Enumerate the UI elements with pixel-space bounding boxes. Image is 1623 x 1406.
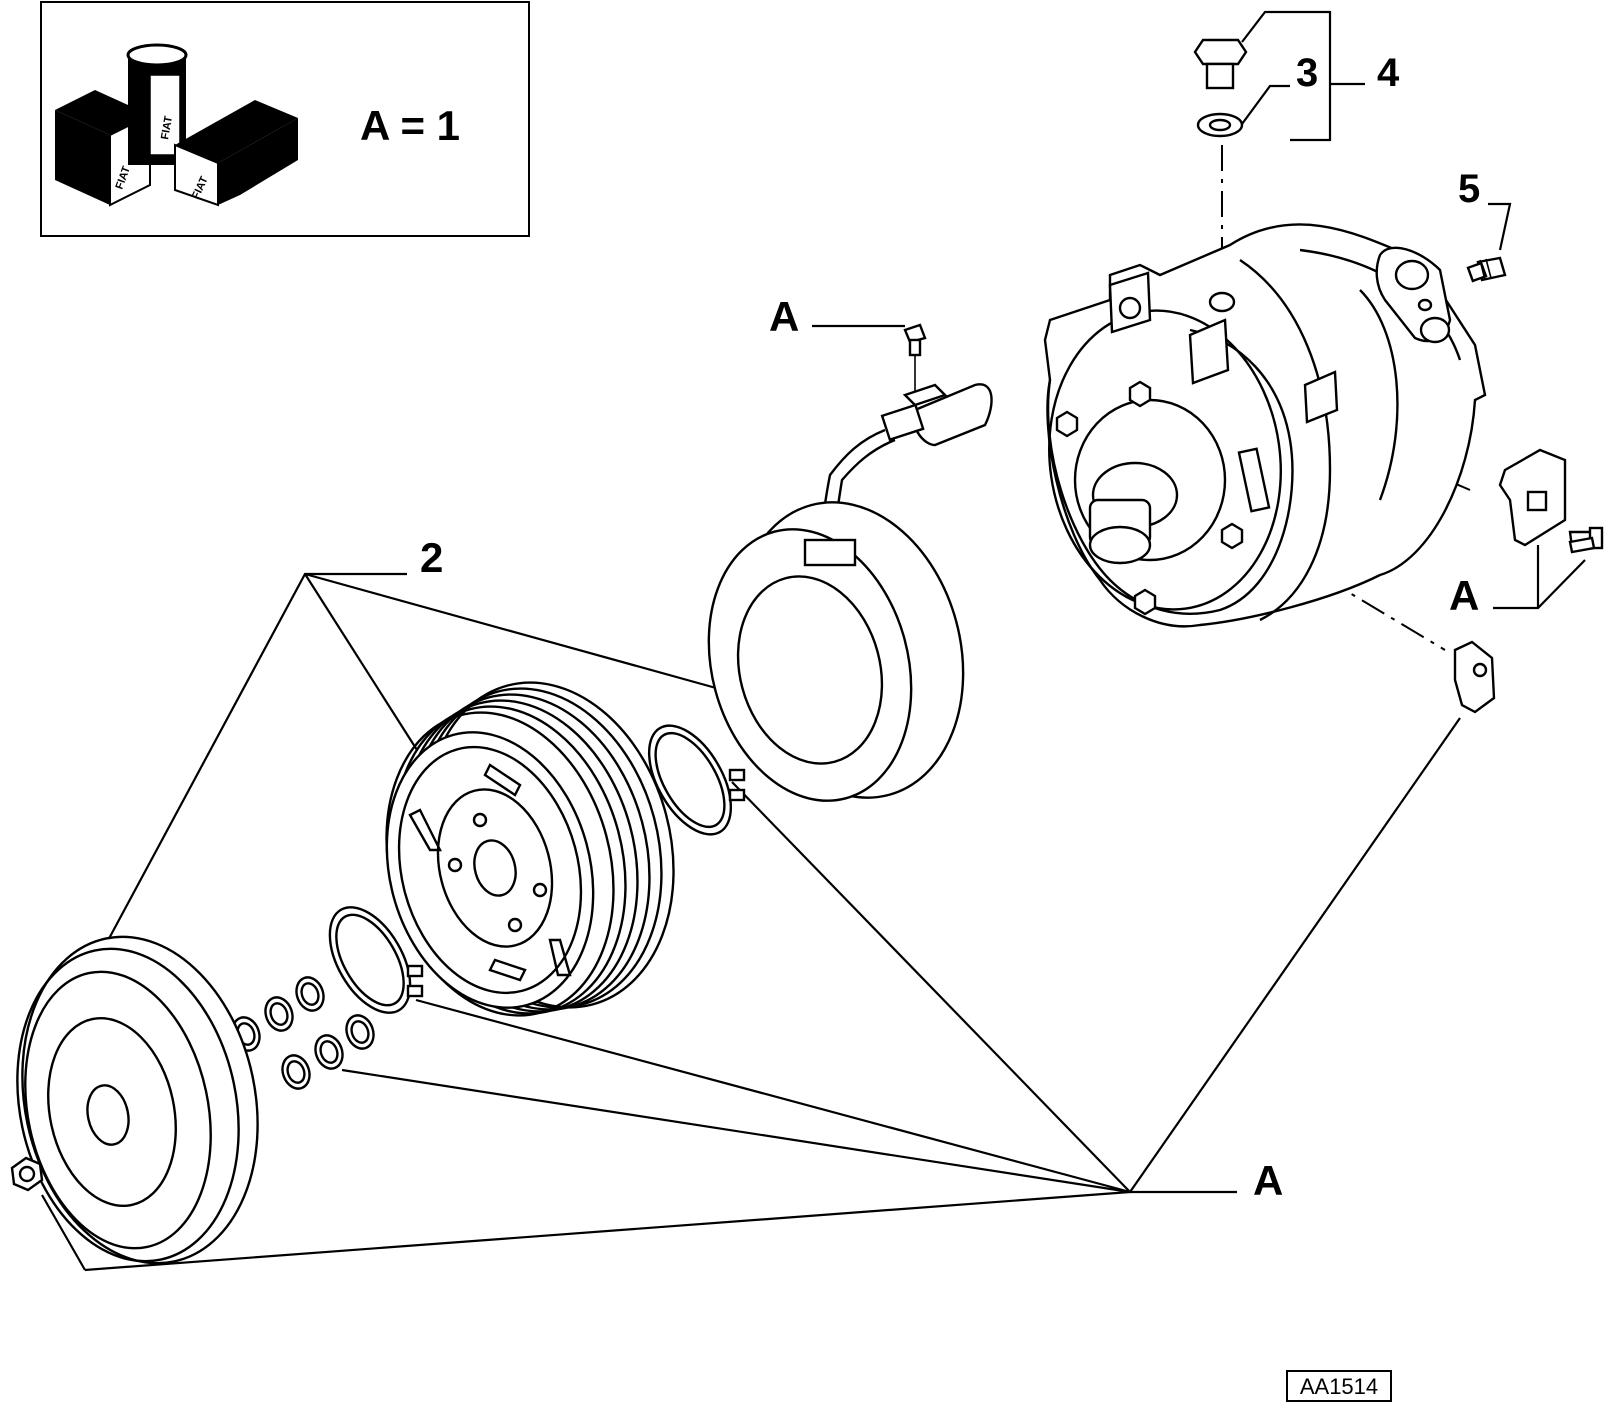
snap-ring-lower bbox=[328, 906, 424, 1014]
callout-2: 2 bbox=[420, 534, 443, 581]
bracket-right bbox=[1498, 448, 1604, 554]
face-bolts bbox=[1055, 380, 1244, 616]
callout-a-bracket: A bbox=[1449, 572, 1479, 619]
callout-3: 3 bbox=[1296, 51, 1318, 95]
callout-a-main: A bbox=[1253, 1157, 1283, 1204]
drawing-code: AA1514 bbox=[1300, 1374, 1378, 1399]
shim-washers bbox=[231, 976, 375, 1090]
field-coil bbox=[707, 501, 965, 802]
valve-part-5 bbox=[1466, 256, 1507, 283]
drawing-code-box: AA1514 bbox=[1286, 1370, 1392, 1402]
kit-label-cyl: FIAT bbox=[159, 115, 175, 141]
callout-a-connector: A bbox=[769, 293, 799, 340]
snap-ring-upper bbox=[647, 724, 746, 836]
bolt-part-3 bbox=[1193, 38, 1248, 138]
fiat-kit-icon: FIAT FIAT FIAT bbox=[55, 43, 298, 207]
clip-bracket bbox=[1453, 640, 1496, 714]
legend-box: FIAT FIAT FIAT A = 1 bbox=[40, 1, 530, 237]
hub-nut bbox=[10, 1156, 44, 1192]
clutch-plate bbox=[16, 935, 259, 1265]
callout-5: 5 bbox=[1458, 167, 1480, 211]
pulley bbox=[385, 681, 675, 1017]
connector-cable bbox=[818, 323, 993, 546]
compressor bbox=[1043, 223, 1487, 628]
callout-4: 4 bbox=[1377, 51, 1400, 95]
legend-equation: A = 1 bbox=[360, 102, 460, 149]
